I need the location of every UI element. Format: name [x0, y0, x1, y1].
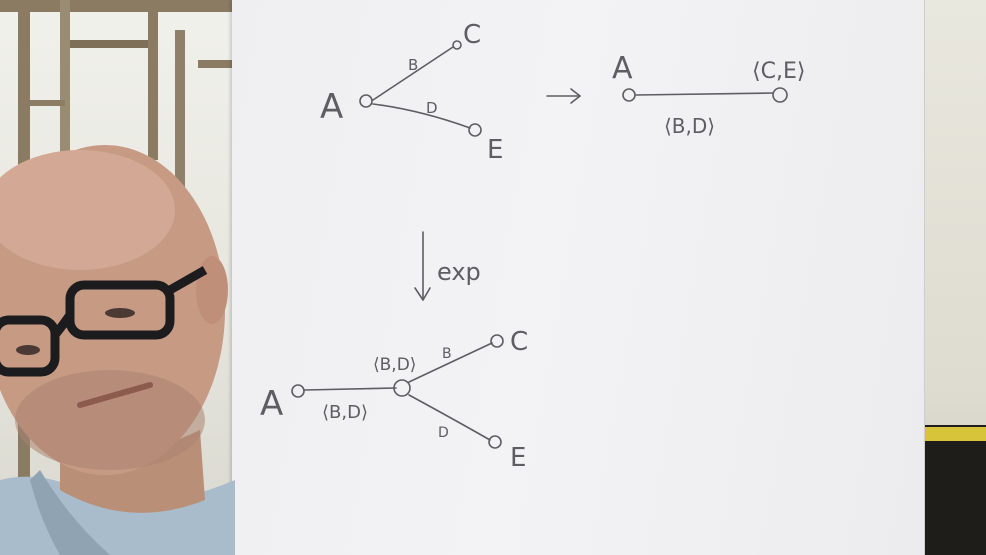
- node-e-label: E: [487, 135, 503, 165]
- node-a-label-2: A: [612, 51, 633, 86]
- window-frame-rail: [70, 40, 150, 48]
- edge-a-mid: [304, 387, 397, 391]
- exp-label: exp: [437, 258, 481, 286]
- node-a-label-3: A: [260, 384, 283, 424]
- glasses-lens-right: [65, 280, 175, 340]
- node-c-label: C: [463, 20, 481, 50]
- glasses-lens-left: [0, 315, 60, 377]
- edge-mid-c-label: B: [442, 346, 452, 362]
- mid-node-label: ⟨B,D⟩: [373, 355, 416, 375]
- presenter: [0, 145, 235, 555]
- node-c-label-2: C: [510, 327, 528, 357]
- presenter-eye-left: [16, 345, 40, 355]
- node-e-label-2: E: [510, 443, 526, 473]
- node-e-circle: [468, 123, 482, 137]
- edge-a-ce: [635, 92, 774, 96]
- background-shelf: [925, 425, 986, 555]
- glasses-arm: [167, 266, 208, 294]
- edge-a-c: [372, 46, 454, 101]
- node-a-circle-2: [622, 88, 636, 102]
- window-frame-rail-2: [198, 60, 232, 68]
- node-a-circle-3: [291, 384, 305, 398]
- edge-a-e-label: D: [426, 99, 438, 117]
- node-ce-circle: [772, 87, 788, 103]
- presenter-ear: [196, 256, 228, 324]
- node-mid-circle: [393, 379, 411, 397]
- edge-mid-e-label: D: [438, 425, 449, 441]
- top-left-graph: A C E B D: [320, 20, 503, 165]
- presenter-forehead: [0, 150, 175, 270]
- node-ce-label: ⟨C,E⟩: [752, 59, 805, 84]
- background-shelf-stripe: [925, 427, 986, 441]
- edge-mid-e: [408, 394, 491, 441]
- window-frame-rail-3: [30, 100, 65, 106]
- node-a-circle: [359, 94, 373, 108]
- edge-mid-c: [408, 342, 493, 383]
- presenter-mouth: [77, 382, 153, 408]
- down-arrow-head: [414, 287, 431, 301]
- edge-bd-label: ⟨B,D⟩: [664, 114, 715, 138]
- whiteboard: [232, 0, 924, 555]
- glasses-icon: [0, 266, 208, 377]
- presenter-stubble: [15, 370, 205, 470]
- top-right-graph: A ⟨C,E⟩ ⟨B,D⟩: [612, 51, 805, 138]
- arrow-head: [570, 88, 581, 104]
- presenter-collar: [30, 470, 110, 555]
- window-frame-mullion: [60, 0, 70, 170]
- transform-arrow: [546, 88, 581, 104]
- node-c-circle-2: [490, 334, 504, 348]
- edge-a-c-label: B: [408, 56, 418, 74]
- window-frame-mullion-3: [175, 30, 185, 280]
- node-c-circle: [452, 40, 462, 50]
- window-frame-mullion-2: [148, 0, 158, 160]
- edge-a-mid-label: ⟨B,D⟩: [322, 402, 368, 423]
- expand-arrow: exp: [414, 231, 481, 301]
- node-a-label: A: [320, 87, 343, 127]
- node-e-circle-2: [488, 435, 502, 449]
- bottom-graph: A ⟨B,D⟩ ⟨B,D⟩ B D C E: [260, 327, 528, 473]
- glasses-bridge: [51, 312, 74, 338]
- presenter-eye-right: [105, 308, 135, 318]
- edge-a-e: [372, 103, 471, 129]
